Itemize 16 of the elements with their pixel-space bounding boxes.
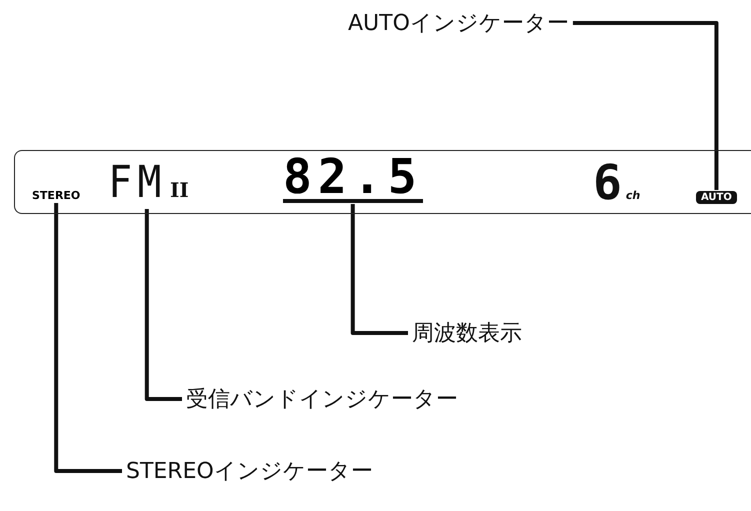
- stereo-indicator: STEREO: [32, 189, 80, 202]
- callout-text: 周波数表示: [412, 318, 522, 348]
- frequency-digits: 82.5: [283, 155, 423, 203]
- auto-indicator: AUTO: [696, 191, 737, 204]
- leader-line: [54, 203, 122, 473]
- display-panel: [14, 150, 751, 214]
- band-label: FM: [108, 157, 167, 208]
- leader-line: [144, 209, 182, 401]
- channel-unit: ch: [626, 189, 640, 202]
- channel-digit: 6: [593, 155, 622, 211]
- callout-text: STEREOインジケーター: [126, 456, 373, 486]
- leader-line: [350, 204, 408, 335]
- leader-line: [572, 21, 718, 190]
- band-number: II: [170, 178, 189, 202]
- callout-text: 受信バンドインジケーター: [186, 384, 458, 414]
- callout-text: AUTOインジケーター: [348, 8, 569, 38]
